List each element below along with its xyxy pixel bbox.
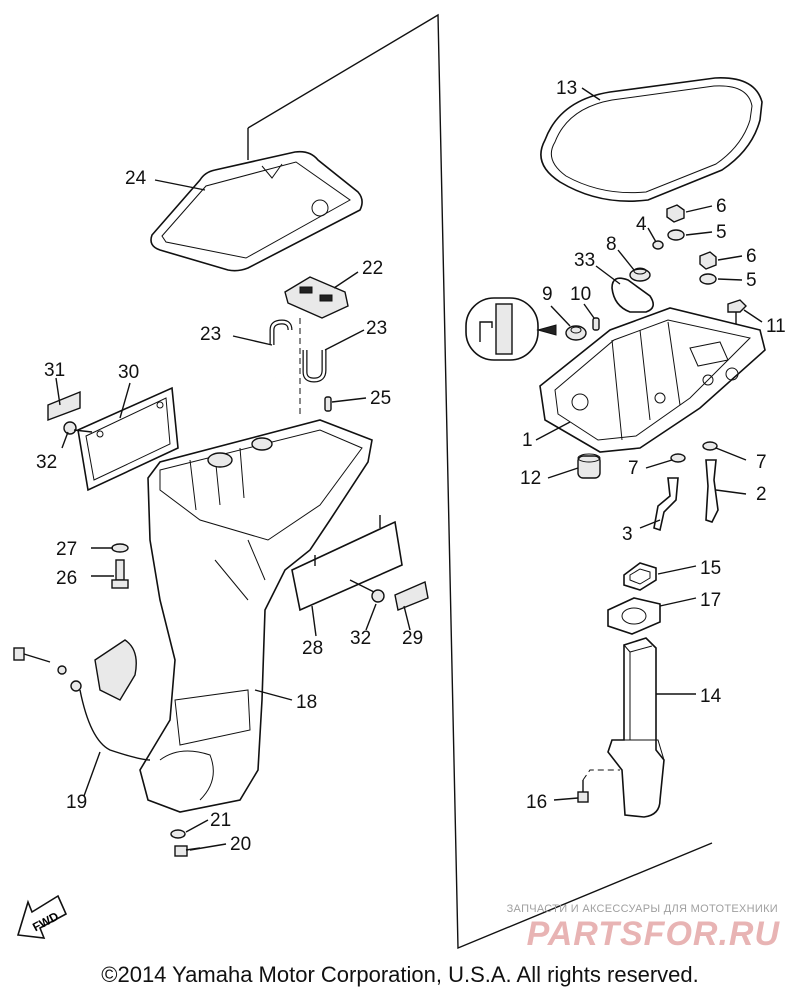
callout-9: 9 xyxy=(542,284,553,305)
callout-2: 2 xyxy=(756,484,767,505)
bracket-3 xyxy=(653,477,679,532)
gasket-17 xyxy=(607,597,661,635)
screw-32-left xyxy=(63,421,93,435)
callout-26: 26 xyxy=(56,568,77,589)
callout-11: 11 xyxy=(766,316,786,337)
washer-27 xyxy=(111,543,129,553)
washer-7-left xyxy=(670,453,686,463)
callout-8: 8 xyxy=(606,234,617,255)
callout-18: 18 xyxy=(296,692,317,713)
gasket-33 xyxy=(611,277,654,313)
bolt-20 xyxy=(174,845,201,857)
seal-15 xyxy=(623,562,657,591)
callout-23-right: 23 xyxy=(366,318,387,339)
callout-19: 19 xyxy=(66,792,87,813)
washer-5-lower xyxy=(699,273,717,285)
nut-6-lower xyxy=(699,251,717,270)
callout-31: 31 xyxy=(44,360,65,381)
washer-5-upper xyxy=(667,229,685,241)
callout-7-left: 7 xyxy=(628,458,639,479)
fwd-arrow: FWD xyxy=(16,894,68,939)
watermark-tagline: ЗАПЧАСТИ И АКСЕССУАРЫ ДЛЯ МОТОТЕХНИКИ xyxy=(506,903,778,915)
grommet-8 xyxy=(629,267,651,282)
callout-23-left: 23 xyxy=(200,324,221,345)
detail-inset-9 xyxy=(465,297,557,361)
bracket-2 xyxy=(705,459,719,523)
grommet-9 xyxy=(565,325,587,341)
washer-21 xyxy=(170,829,186,839)
cover-30 xyxy=(77,386,179,492)
callout-10: 10 xyxy=(570,284,591,305)
pin-10 xyxy=(592,317,600,331)
plate-22 xyxy=(284,276,349,418)
hose-23-left xyxy=(269,319,293,380)
callout-1: 1 xyxy=(522,430,533,451)
bolt-26 xyxy=(111,559,129,589)
watermark-logo: PARTSFOR.RU xyxy=(526,915,780,953)
callout-12: 12 xyxy=(520,468,541,489)
callout-13: 13 xyxy=(556,78,577,99)
screw-32-right xyxy=(349,579,385,603)
gasket-24 xyxy=(150,150,363,272)
copyright-notice: ©2014 Yamaha Motor Corporation, U.S.A. A… xyxy=(101,962,699,987)
callout-27: 27 xyxy=(56,539,77,560)
callout-25: 25 xyxy=(370,388,391,409)
callout-7-right: 7 xyxy=(756,452,767,473)
callout-6-upper: 6 xyxy=(716,196,727,217)
exhaust-guide-14 xyxy=(607,637,665,818)
hose-23-right xyxy=(302,350,327,383)
callout-22: 22 xyxy=(362,258,383,279)
washer-7-right xyxy=(702,441,718,451)
divider-outline xyxy=(247,13,713,950)
callout-4: 4 xyxy=(636,214,647,235)
leader-lines xyxy=(55,87,763,851)
bolt-16 xyxy=(577,769,620,803)
callout-33: 33 xyxy=(574,250,595,271)
lower-casing-18 xyxy=(139,419,373,813)
callout-5-lower: 5 xyxy=(746,270,757,291)
callout-5-upper: 5 xyxy=(716,222,727,243)
label-29 xyxy=(394,581,429,611)
nut-6-upper xyxy=(666,204,685,223)
callout-29: 29 xyxy=(402,628,423,649)
callout-15: 15 xyxy=(700,558,721,579)
grommet-12 xyxy=(577,453,601,479)
callout-14: 14 xyxy=(700,686,722,707)
callout-labels: 24 22 23 23 25 31 30 32 27 26 18 28 32 2… xyxy=(36,78,786,855)
bottom-cowling-1 xyxy=(539,307,766,453)
callout-17: 17 xyxy=(700,590,721,611)
callout-30: 30 xyxy=(118,362,139,383)
ground-lead-19 xyxy=(13,639,151,761)
label-31 xyxy=(47,390,81,422)
callout-16: 16 xyxy=(526,792,547,813)
callout-6-lower: 6 xyxy=(746,246,757,267)
plate-28 xyxy=(291,515,403,612)
callout-28: 28 xyxy=(302,638,323,659)
dowel-25 xyxy=(324,396,332,412)
callout-24: 24 xyxy=(125,168,147,189)
callout-3: 3 xyxy=(622,524,633,545)
callout-20: 20 xyxy=(230,834,251,855)
callout-32-right: 32 xyxy=(350,628,371,649)
pin-4 xyxy=(652,240,664,250)
callout-32-left: 32 xyxy=(36,452,57,473)
callout-21: 21 xyxy=(210,810,231,831)
seal-13 xyxy=(540,77,763,202)
